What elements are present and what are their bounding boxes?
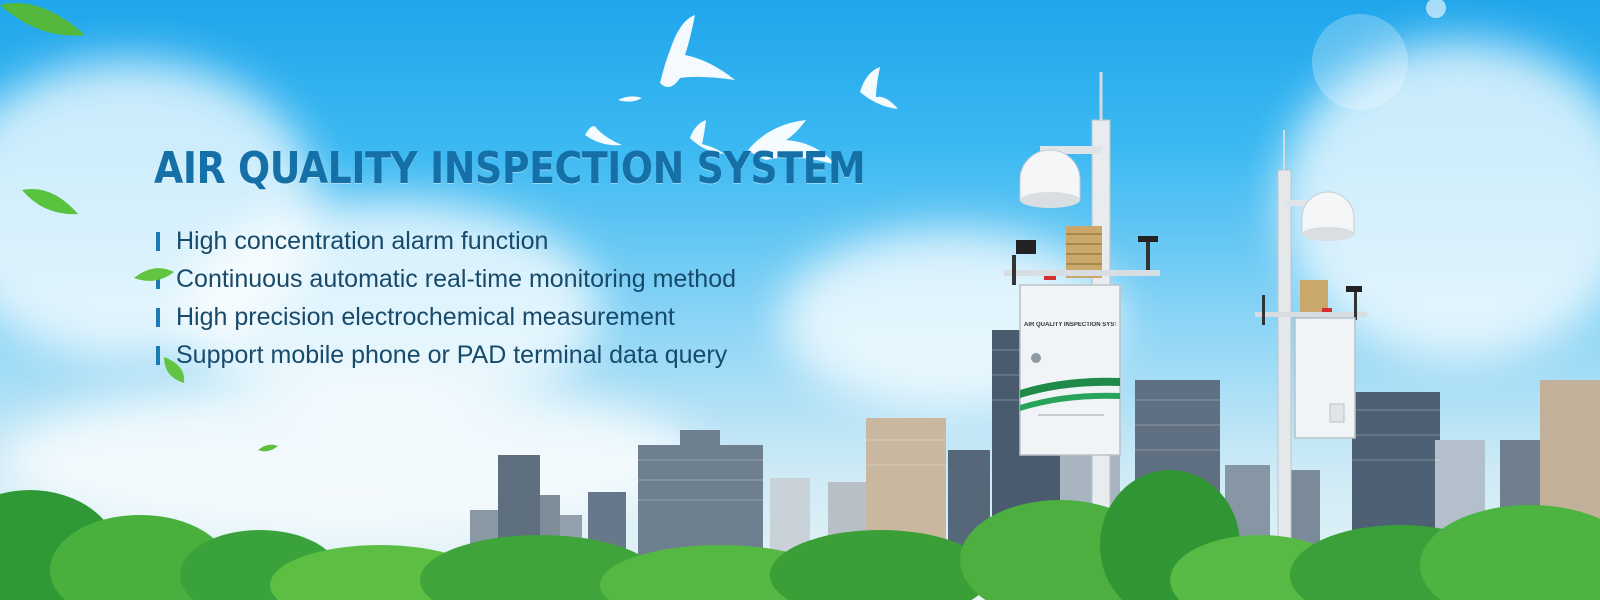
leaf-icon — [258, 444, 278, 452]
feature-list: High concentration alarm function Contin… — [156, 222, 736, 374]
feature-item: High concentration alarm function — [156, 222, 736, 260]
feature-item: Continuous automatic real-time monitorin… — [156, 260, 736, 298]
feature-text: High precision electrochemical measureme… — [176, 303, 675, 331]
feature-text: High concentration alarm function — [176, 227, 549, 255]
sun-glow — [1426, 0, 1446, 18]
leaf-icon — [0, 3, 85, 36]
doves — [585, 15, 898, 165]
building-windows — [638, 349, 1440, 501]
monitoring-station-front — [1004, 72, 1160, 600]
leaf-icon — [164, 357, 185, 383]
device-label: AIR QUALITY INSPECTION SYSTEM — [1024, 322, 1116, 328]
tree-line — [0, 470, 1600, 600]
leaf-icon — [134, 268, 174, 281]
cloud — [0, 380, 700, 540]
monitoring-station-back — [1255, 130, 1367, 600]
feature-text: Continuous automatic real-time monitorin… — [176, 265, 736, 293]
bullet-bar-icon — [156, 232, 160, 251]
feature-item: Support mobile phone or PAD terminal dat… — [156, 336, 736, 374]
feature-text: Support mobile phone or PAD terminal dat… — [176, 341, 728, 369]
feature-item: High precision electrochemical measureme… — [156, 298, 736, 336]
banner-title: AIR QUALITY INSPECTION SYSTEM — [154, 143, 866, 194]
sun-glow — [1312, 14, 1408, 110]
bullet-bar-icon — [156, 346, 160, 365]
bullet-bar-icon — [156, 308, 160, 327]
leaf-icon — [22, 189, 78, 215]
